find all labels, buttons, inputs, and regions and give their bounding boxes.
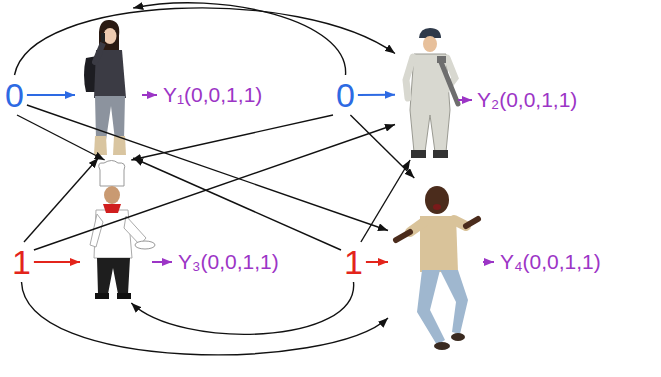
potential-outcome: Y₃(0,0,1,1) [178, 250, 279, 274]
influence-arrow [358, 94, 395, 96]
influence-arrow [133, 3, 345, 75]
treatment-node: 1 [341, 242, 366, 282]
potential-outcome: Y₄(0,0,1,1) [500, 250, 601, 274]
potential-outcome: Y₁(0,0,1,1) [163, 83, 262, 107]
influence-arrow [34, 261, 80, 263]
influence-arrow [366, 261, 388, 263]
treatment-node: 0 [333, 75, 358, 115]
treatment-value: 0 [5, 78, 24, 112]
outcome-arrows [142, 95, 494, 262]
treatment-value: 0 [336, 78, 355, 112]
unit-node: Y₂(0,0,1,1) [395, 18, 584, 160]
potential-outcome: Y₂(0,0,1,1) [477, 88, 577, 112]
treatment-node: 1 [9, 242, 34, 282]
chef-figure [90, 161, 155, 300]
influence-arrow [17, 115, 105, 160]
worker-figure [406, 28, 458, 158]
influence-arrow [27, 105, 388, 231]
influence-arrow [24, 158, 98, 242]
influence-arrow [34, 125, 395, 251]
unit-node: Y₄(0,0,1,1) [388, 178, 607, 353]
influence-arrow [27, 94, 75, 96]
influence-arrow [22, 282, 389, 355]
unit-node: Y₁(0,0,1,1) [75, 8, 269, 158]
influence-arrow [131, 115, 333, 160]
treatment-node: 0 [2, 75, 27, 115]
influence-arrow [131, 282, 353, 334]
treatment-value: 1 [344, 245, 363, 279]
woman-figure [84, 20, 126, 155]
unit-node: Y₃(0,0,1,1) [80, 160, 285, 303]
jumping-man-figure [396, 186, 478, 350]
influence-arrow [15, 8, 396, 75]
influence-arrow [133, 158, 341, 250]
treatment-value: 1 [12, 245, 31, 279]
influence-arrow [361, 160, 410, 242]
